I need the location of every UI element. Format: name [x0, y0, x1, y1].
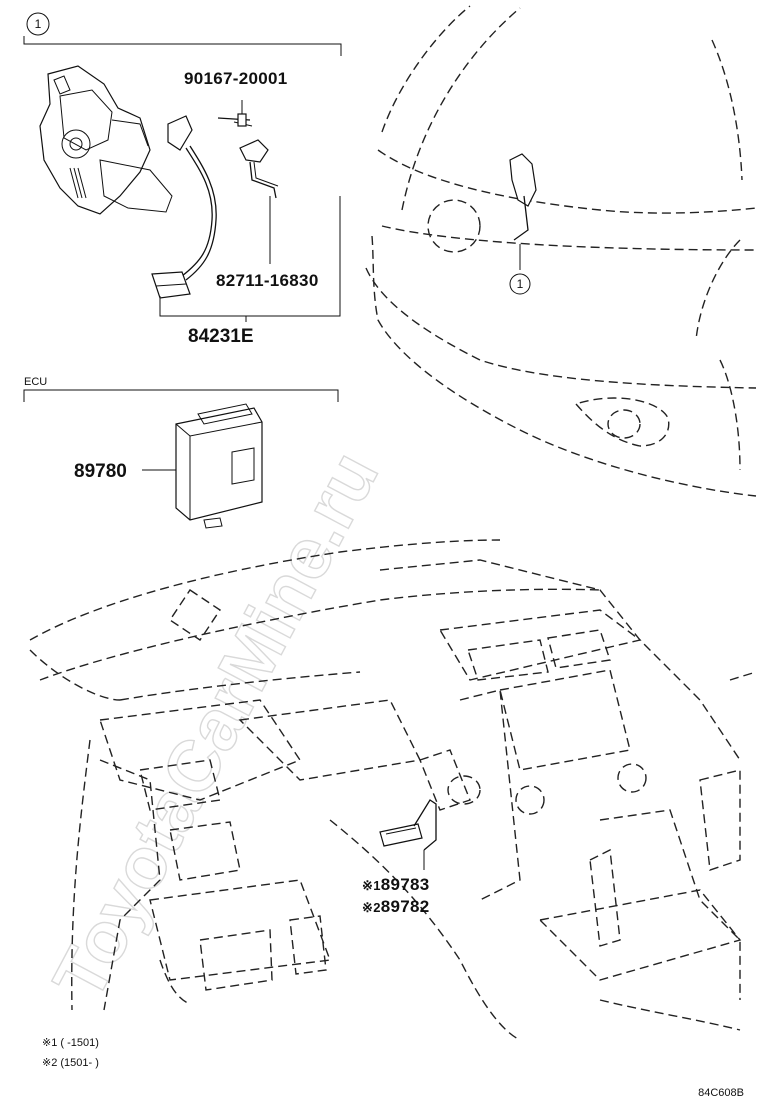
antenna-label-2: ※289782: [362, 897, 430, 916]
footnote-1: ※1 ( -1501): [42, 1037, 99, 1049]
footnote-2: ※2 (1501- ): [42, 1057, 99, 1069]
vehicle-front-view: 1: [365, 5, 757, 497]
switch-assy-leader: 84231E: [159, 196, 341, 347]
marker-1: ※1: [362, 878, 381, 893]
part-number-bolt: 90167-20001: [184, 69, 288, 88]
part-number-hook-bracket: 82711-16830: [216, 271, 319, 290]
ecu-group: ECU 89780: [23, 376, 339, 529]
hood-latch-illustration: [39, 65, 173, 215]
footnotes: ※1 ( -1501) ※2 (1501- ): [42, 1037, 99, 1069]
instrument-panel-view: [29, 539, 757, 1041]
antenna-label-1: ※189783: [362, 875, 430, 894]
watermark: ToyotaCarMine.ru: [38, 439, 395, 1014]
marker-2: ※2: [362, 900, 381, 915]
part-number-antenna-1: 89783: [381, 875, 430, 894]
group-1-callout: 1: [23, 12, 342, 56]
part-number-switch-assy: 84231E: [188, 326, 254, 347]
antenna-part-labels: ※189783 ※289782: [362, 875, 430, 916]
switch-harness: [151, 115, 217, 299]
group-1-callout-number: 1: [35, 17, 42, 31]
part-number-ecu: 89780: [74, 461, 127, 482]
part-number-antenna-2: 89782: [381, 897, 430, 916]
group-1-callout-vehicle: 1: [517, 277, 524, 291]
figure-code: 84C608B: [698, 1087, 744, 1099]
watermark-text: ToyotaCarMine.ru: [38, 439, 393, 1012]
ecu-label: ECU: [24, 376, 47, 388]
hook-bracket-82711-16830: 82711-16830: [216, 139, 319, 290]
bolt-90167-20001: 90167-20001: [184, 69, 288, 127]
